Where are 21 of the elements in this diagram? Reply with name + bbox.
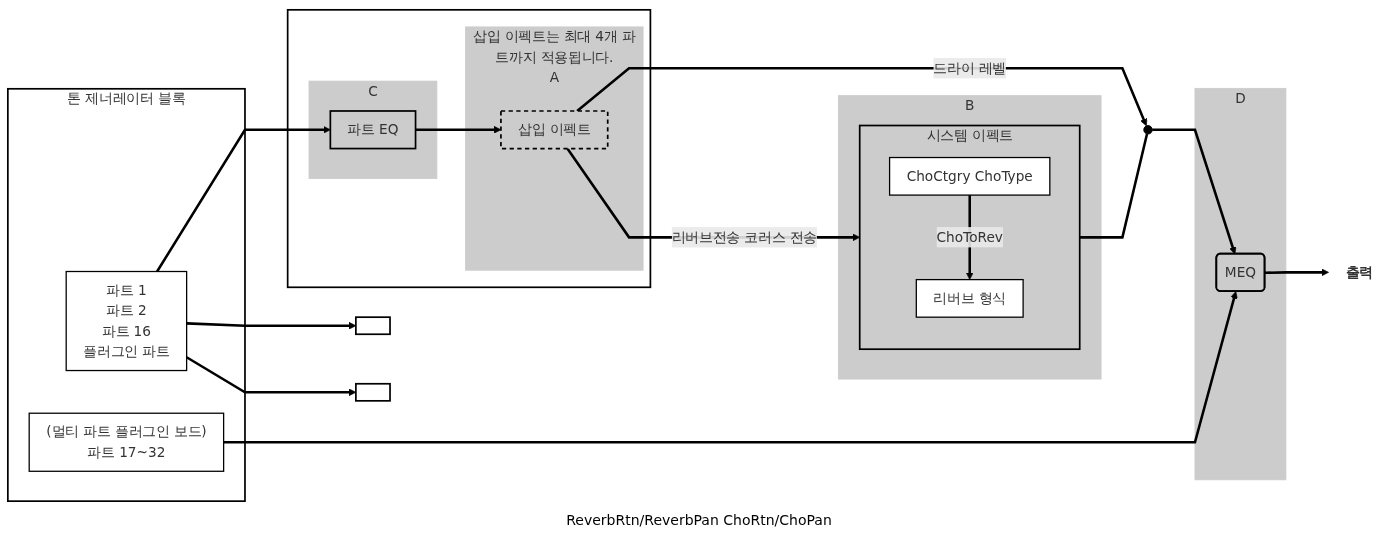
arrow (576, 66, 1148, 126)
node-box (355, 382, 391, 402)
node-box: 삽입 이펙트 (500, 109, 609, 149)
edge-label: 리버브전송 코러스 전송 (671, 228, 818, 245)
node-box (355, 315, 391, 335)
cluster (286, 8, 652, 288)
note-text: ReverbRtn/ReverbPan ChoRtn/ChoPan (566, 512, 832, 528)
arrow (223, 290, 1238, 444)
node-box: (멀티 파트 플러그인 보드) 파트 17~32 (28, 412, 225, 472)
connector (1079, 133, 1149, 239)
node-box: 파트 EQ (329, 109, 417, 149)
node-box: 파트 1 파트 2 파트 16 플러그인 파트 (65, 270, 188, 371)
node-text: 출력 (1345, 263, 1374, 280)
node-circle (1143, 124, 1153, 134)
arrow (1265, 268, 1329, 276)
arrow (1152, 128, 1237, 254)
node-box: 리버브 형식 (915, 278, 1024, 318)
edge-label: 드라이 레벨 (933, 59, 1007, 76)
node-box: ChoCtgry ChoType (889, 156, 1051, 196)
edge-label: ChoToRev (936, 228, 1003, 245)
arrow (156, 125, 331, 272)
